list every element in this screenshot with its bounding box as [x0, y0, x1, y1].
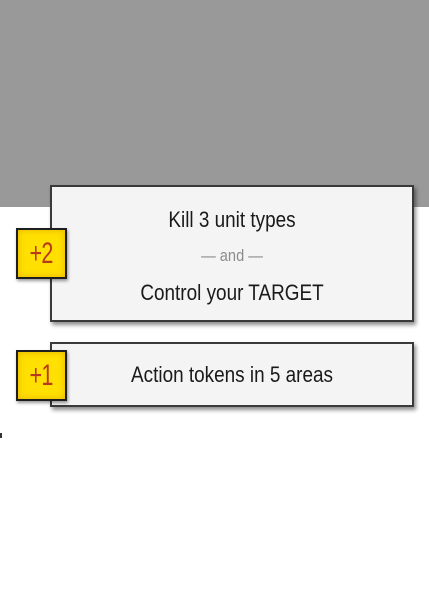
objective-card-kill-control: Kill 3 unit types — and — Control your T…	[50, 185, 414, 322]
objective-line-control: Control your TARGET	[140, 280, 324, 305]
objective-separator: — and —	[201, 246, 263, 265]
top-band	[0, 0, 429, 207]
objective-line-action-tokens: Action tokens in 5 areas	[131, 362, 333, 387]
objective-card-action-tokens: Action tokens in 5 areas	[50, 342, 414, 407]
bonus-badge-plus-one: +1	[16, 350, 67, 401]
bonus-value: +2	[29, 236, 54, 270]
objective-line-kill: Kill 3 unit types	[168, 207, 296, 232]
bonus-value: +1	[29, 358, 54, 392]
edge-mark	[0, 433, 2, 438]
bonus-badge-plus-two: +2	[16, 228, 67, 279]
